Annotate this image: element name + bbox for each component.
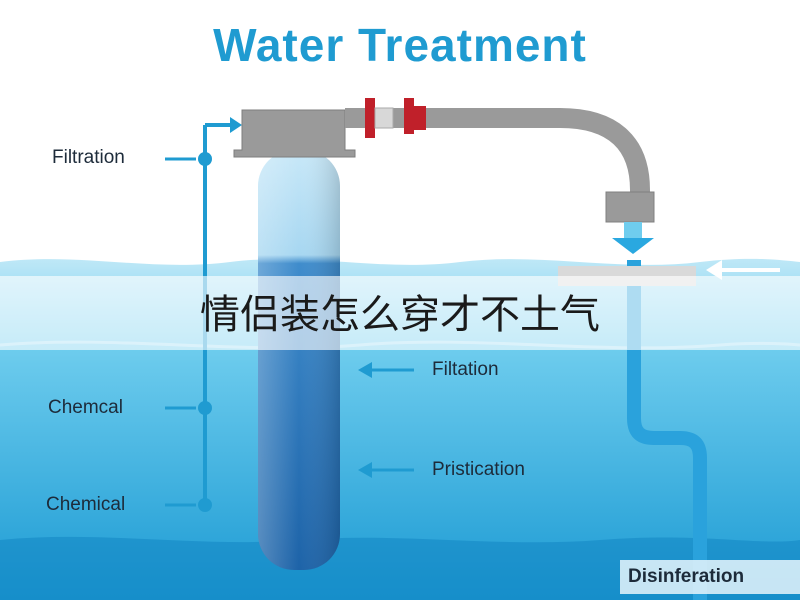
- label-disinferation: Disinferation: [628, 566, 745, 587]
- watermark-band: [0, 276, 800, 350]
- node-left-mid: [198, 401, 212, 415]
- page-title: Water Treatment: [213, 19, 587, 71]
- pipe-outlet-box: [605, 191, 655, 223]
- arrow-left-icon-filtation: [358, 362, 372, 378]
- tube-shade: [258, 150, 340, 570]
- node-left-bottom: [198, 498, 212, 512]
- water-wave-bottom: [0, 536, 800, 600]
- arrow-down-stem: [624, 222, 642, 240]
- arrow-left-icon-pristication: [358, 462, 372, 478]
- node-left-top: [198, 152, 212, 166]
- arrow-down-icon: [612, 238, 654, 254]
- valve-icon: [365, 98, 426, 138]
- tube-cap: [233, 109, 356, 158]
- label-pristication: Pristication: [432, 459, 525, 480]
- label-filtation: Filtation: [432, 359, 499, 380]
- label-chemcal: Chemcal: [48, 397, 123, 418]
- watermark-text: 情侣装怎么穿才不土气: [200, 292, 600, 338]
- arrow-right-icon-head: [230, 117, 242, 133]
- label-filtration: Filtration: [52, 147, 125, 168]
- label-chemical: Chemical: [46, 494, 126, 515]
- arrow-left-icon: [706, 260, 722, 280]
- right-pipe: [627, 260, 707, 600]
- bottom-label-backdrop: [620, 560, 800, 594]
- outlet-pipe: [345, 108, 650, 200]
